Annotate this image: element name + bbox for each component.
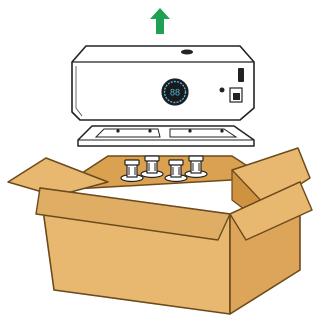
foam-tray bbox=[78, 126, 254, 146]
up-arrow-icon bbox=[150, 8, 170, 34]
display-readout: 88 bbox=[170, 88, 180, 98]
device-unit: 88 bbox=[72, 46, 254, 120]
device-display: 88 bbox=[162, 79, 188, 105]
